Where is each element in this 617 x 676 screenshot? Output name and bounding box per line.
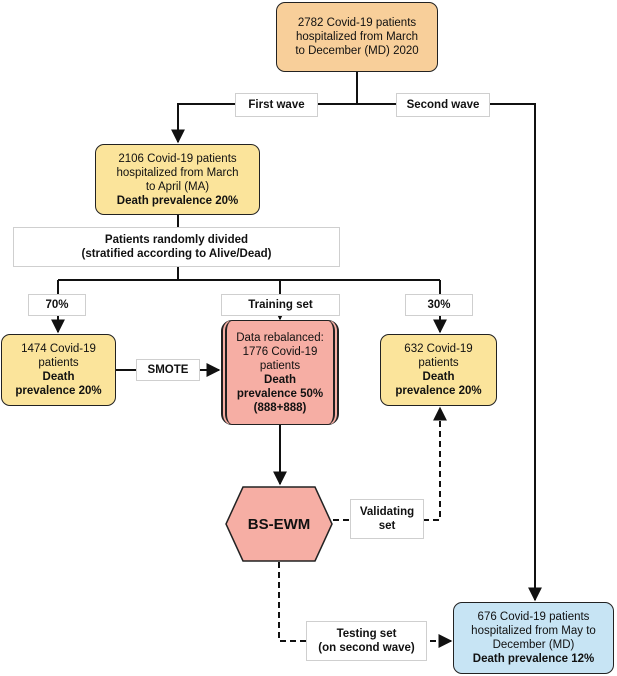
split-70-label: 70% (28, 294, 86, 316)
split-30-label: 30% (405, 294, 473, 316)
all-patients-box: 2782 Covid-19 patients hospitalized from… (276, 2, 438, 72)
training-set-label: Training set (221, 294, 340, 316)
second-wave-box: 676 Covid-19 patients hospitalized from … (453, 602, 614, 674)
all-patients-line1: 2782 Covid-19 patients (297, 17, 417, 29)
validating-set-label: Validating set (350, 499, 424, 539)
first-wave-line3: to April (MA) (145, 180, 210, 193)
first-wave-label: First wave (235, 93, 318, 117)
first-wave-line1: 2106 Covid-19 patients (118, 152, 237, 165)
testing-set-label: Testing set (on second wave) (306, 621, 427, 661)
first-wave-box: 2106 Covid-19 patients hospitalized from… (95, 144, 260, 215)
first-wave-line2: hospitalized from March (116, 166, 239, 179)
rebalanced-box: Data rebalanced: 1776 Covid-19 patients … (221, 320, 339, 425)
model-label: BS-EWM (247, 515, 311, 533)
second-wave-label: Second wave (396, 93, 490, 117)
train-70-box: 1474 Covid-19 patients Death prevalence … (1, 334, 116, 406)
smote-label: SMOTE (136, 359, 200, 381)
random-division-line1: Patients randomly divided (104, 234, 249, 246)
model-hexagon (225, 486, 333, 562)
random-division-line2: (stratified according to Alive/Dead) (81, 248, 272, 260)
all-patients-line3: to December (MD) 2020 (295, 45, 419, 57)
first-wave-prevalence: Death prevalence 20% (116, 194, 239, 207)
val-30-box: 632 Covid-19 patients Death prevalence 2… (380, 334, 497, 406)
all-patients-line2: hospitalized from March (295, 31, 419, 43)
random-division-label: Patients randomly divided (stratified ac… (13, 227, 340, 267)
